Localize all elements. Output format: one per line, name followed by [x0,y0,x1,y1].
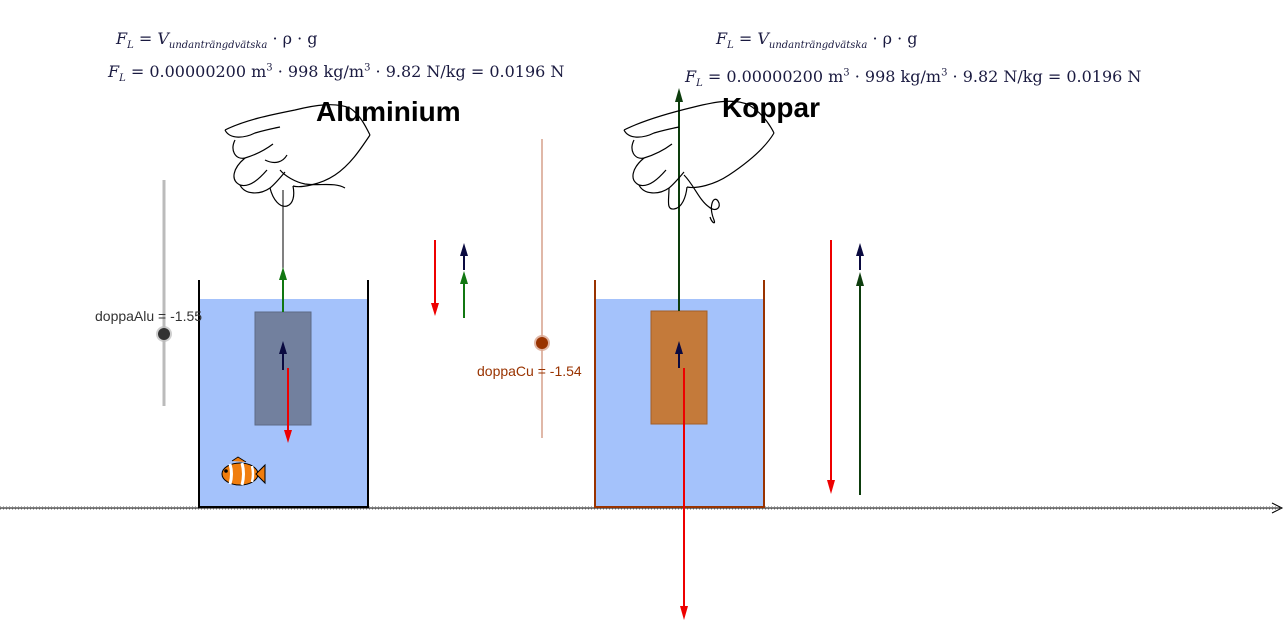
formula-v: V [757,29,769,48]
formula-v: V [157,29,169,48]
formula-lhs: F [716,29,728,48]
tension-arrowhead-alu [279,267,287,280]
formula-density: · 998 kg/m [849,67,942,86]
formula-lhs-sub: L [127,40,134,52]
formula-eq: = [733,29,758,48]
slider-alu[interactable] [156,180,172,406]
formula-lhs: F [685,67,697,86]
side-arrows-alu [431,240,468,318]
force-arrows-alu [279,267,292,443]
clownfish-icon [221,456,266,486]
formula-lhs-sub: L [119,73,126,85]
force-arrows-cu [675,88,688,620]
slider-cu[interactable] [534,139,550,438]
side-gravity-alu-head [431,303,439,316]
title-koppar: Koppar [722,92,820,123]
formula-gravity: · 9.82 N/kg = 0.0196 N [370,62,565,81]
beaker-cu-walls [594,280,765,508]
formula-exp: 3 [266,62,273,74]
formula-v-sub: undanträngdvätska [168,40,268,52]
side-buoyancy-cu-head [856,243,864,256]
formula-lhs: F [108,62,120,81]
cu-formula-numeric: FL = 0.00000200 m3 · 998 kg/m3 · 9.82 N/… [685,67,1141,89]
formula-lhs-sub: L [727,40,734,52]
slider-cu-label: doppaCu = -1.54 [477,363,582,379]
formula-volume: = 0.00000200 m [702,67,844,86]
formula-lhs-sub: L [696,78,703,90]
hand-icon [224,104,371,207]
beaker-alu-walls [198,280,369,508]
formula-eq: = [133,29,158,48]
formula-rest: · ρ · g [267,29,318,48]
formula-v-sub: undanträngdvätska [768,40,868,52]
formula-gravity: · 9.82 N/kg = 0.0196 N [947,67,1142,86]
tension-arrowhead-cu [675,88,683,102]
alu-formula-symbolic: FL = Vundanträngdvätska · ρ · g [116,29,318,51]
side-tension-cu-head [856,272,864,286]
cu-formula-symbolic: FL = Vundanträngdvätska · ρ · g [716,29,918,51]
side-buoyancy-alu-head [460,243,468,256]
slider-cu-handle[interactable] [536,337,548,349]
side-gravity-cu-head [827,480,835,494]
formula-exp: 3 [843,67,850,79]
title-aluminium: Aluminium [316,96,461,127]
side-tension-alu-head [460,271,468,284]
gravity-arrowhead-cu [680,606,688,620]
slider-alu-handle[interactable] [158,328,170,340]
buoyancy-arrowhead-alu [279,341,287,354]
formula-exp: 3 [364,62,371,74]
alu-formula-numeric: FL = 0.00000200 m3 · 998 kg/m3 · 9.82 N/… [108,62,564,84]
hand-icon [623,100,775,224]
slider-alu-label: doppaAlu = -1.55 [95,308,203,324]
formula-exp: 3 [941,67,948,79]
gravity-arrowhead-alu [284,430,292,443]
buoyancy-arrowhead-cu [675,341,683,354]
formula-volume: = 0.00000200 m [125,62,267,81]
formula-density: · 998 kg/m [272,62,365,81]
formula-lhs: F [116,29,128,48]
formula-rest: · ρ · g [867,29,918,48]
side-arrows-cu [827,240,864,495]
